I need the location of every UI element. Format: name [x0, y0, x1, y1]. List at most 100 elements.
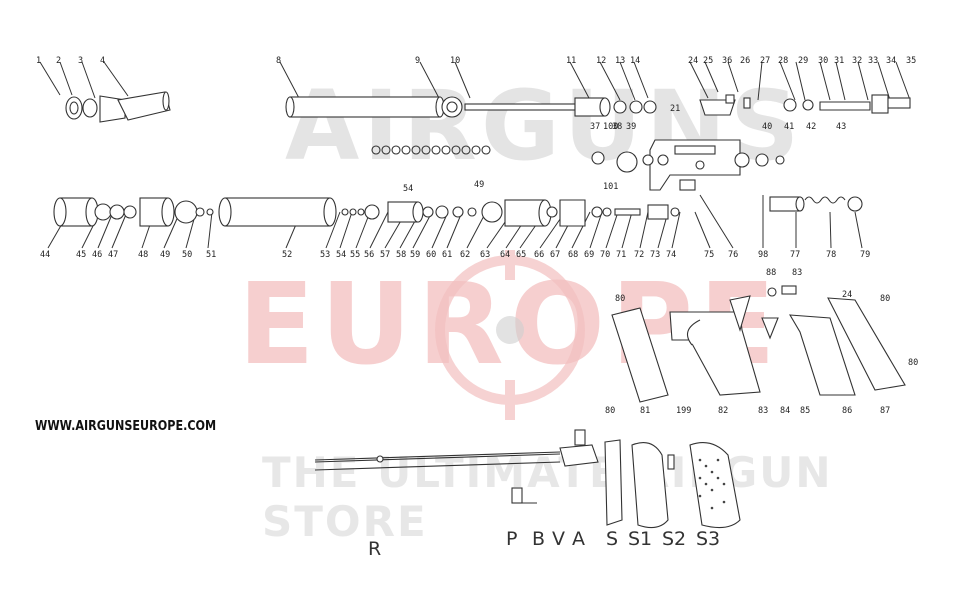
part-label: 31: [834, 56, 845, 66]
letter-part-label: B: [532, 528, 546, 550]
part-label: 77: [790, 250, 801, 260]
part-label: 2: [56, 56, 62, 66]
part-label: 37: [590, 122, 601, 132]
part-label: 47: [108, 250, 119, 260]
part-label: 67: [550, 250, 561, 260]
part-label: 56: [364, 250, 375, 260]
part-label: 8: [276, 56, 282, 66]
part-label: 81: [640, 406, 651, 416]
part-label: 71: [616, 250, 627, 260]
part-label: 84: [780, 406, 791, 416]
letter-part-label: P: [506, 528, 518, 550]
part-label: 80: [615, 294, 626, 304]
part-label: 24: [842, 290, 853, 300]
part-label: 74: [666, 250, 677, 260]
part-label: 39: [626, 122, 637, 132]
part-label: 78: [826, 250, 837, 260]
part-label: 58: [396, 250, 407, 260]
air-cylinder-assembly: [53, 197, 680, 227]
part-label: 40: [762, 122, 773, 132]
part-label: 87: [880, 406, 891, 416]
part-label: 98: [758, 250, 769, 260]
part-label: 82: [718, 406, 729, 416]
butt-plate-texture: [698, 458, 726, 510]
part-label: 30: [818, 56, 829, 66]
part-label: 66: [534, 250, 545, 260]
part-label: 72: [634, 250, 645, 260]
part-label: 83: [792, 268, 803, 278]
part-label: 75: [704, 250, 715, 260]
part-label: 28: [778, 56, 789, 66]
part-label: 80: [908, 358, 919, 368]
part-label: 33: [868, 56, 879, 66]
part-label: 9: [415, 56, 421, 66]
letter-part-label: S1: [628, 528, 653, 550]
part-label: 12: [596, 56, 607, 66]
letter-part-label: S2: [662, 528, 687, 550]
stock-assembly: [314, 429, 741, 529]
part-label: 46: [92, 250, 103, 260]
part-label: 27: [760, 56, 771, 66]
receiver-assembly: [591, 94, 911, 191]
part-label: 42: [806, 122, 817, 132]
watermark-crosshair-icon: [435, 250, 585, 420]
part-label: 80: [880, 294, 891, 304]
part-label: 43: [836, 122, 847, 132]
letter-part-label: R: [368, 538, 382, 560]
part-label: 53: [320, 250, 331, 260]
part-label: 60: [426, 250, 437, 260]
spring-bolt-assembly: [769, 196, 863, 212]
part-label: 45: [76, 250, 87, 260]
part-label: 32: [852, 56, 863, 66]
part-label: 41: [784, 122, 795, 132]
letter-part-label: V: [552, 528, 565, 550]
part-label: 68: [568, 250, 579, 260]
o-ring-set: [371, 145, 491, 155]
part-label: 80: [605, 406, 616, 416]
letter-part-label: S: [606, 528, 619, 550]
part-label: 52: [282, 250, 293, 260]
part-label: 36: [722, 56, 733, 66]
part-label: 35: [906, 56, 917, 66]
part-label: 14: [630, 56, 641, 66]
grip-assembly: [611, 285, 906, 403]
part-label: 49: [474, 180, 485, 190]
barrel-shroud: [285, 96, 657, 118]
part-label: 64: [500, 250, 511, 260]
part-label: 54: [336, 250, 347, 260]
part-label: 11: [566, 56, 577, 66]
part-label: 63: [480, 250, 491, 260]
part-label: 10: [450, 56, 461, 66]
letter-part-label: S3: [696, 528, 721, 550]
part-label: 57: [380, 250, 391, 260]
part-label: 88: [766, 268, 777, 278]
part-label: 21: [670, 104, 681, 114]
part-label: 199: [676, 406, 692, 416]
part-label: 50: [182, 250, 193, 260]
part-label: 85: [800, 406, 811, 416]
part-label: 29: [798, 56, 809, 66]
part-label: 101: [603, 182, 619, 192]
part-label: 25: [703, 56, 714, 66]
part-label: 76: [728, 250, 739, 260]
part-label: 26: [740, 56, 751, 66]
part-label: 79: [860, 250, 871, 260]
part-label: 100: [603, 122, 619, 132]
part-label: 13: [615, 56, 626, 66]
part-label: 44: [40, 250, 51, 260]
website-label: WWW.AIRGUNSEUROPE.COM: [35, 419, 217, 434]
part-label: 24: [688, 56, 699, 66]
part-label: 51: [206, 250, 217, 260]
letter-part-label: A: [572, 528, 585, 550]
part-label: 69: [584, 250, 595, 260]
part-label: 61: [442, 250, 453, 260]
part-label: 65: [516, 250, 527, 260]
part-label: 54: [403, 184, 414, 194]
part-label: 83: [758, 406, 769, 416]
part-label: 70: [600, 250, 611, 260]
part-label: 38: [612, 122, 623, 132]
part-label: 3: [78, 56, 84, 66]
part-label: 34: [886, 56, 897, 66]
